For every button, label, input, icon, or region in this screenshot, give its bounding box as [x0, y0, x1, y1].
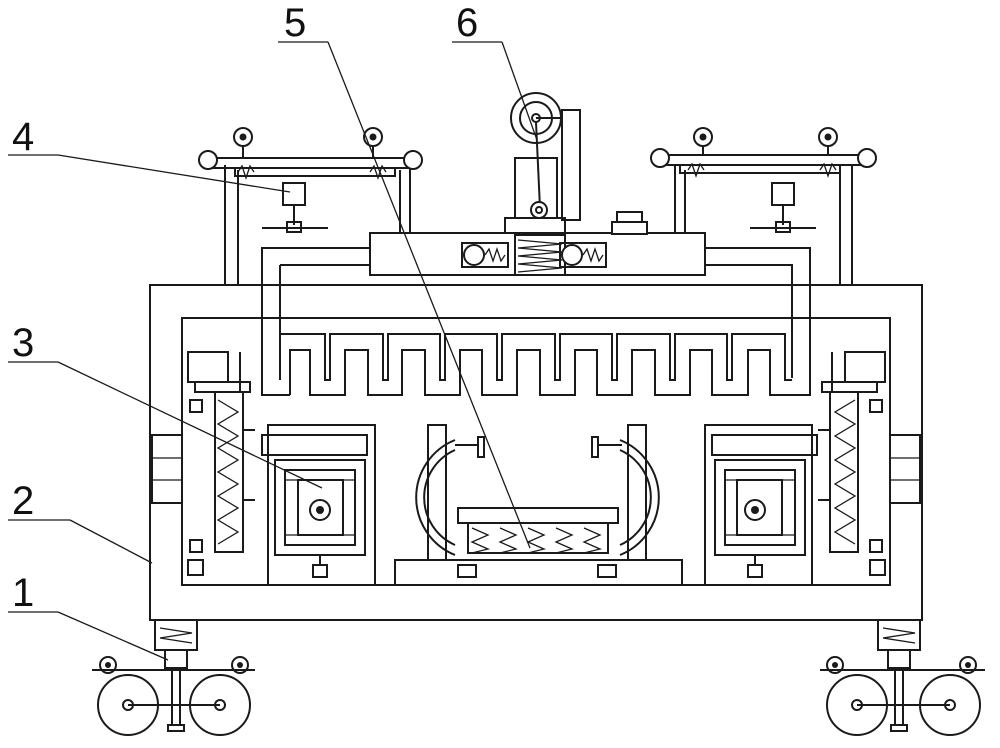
- label-5: 5: [284, 1, 306, 45]
- label-2: 2: [12, 479, 34, 523]
- label-4: 4: [12, 115, 34, 159]
- top-pulley-assembly: [504, 92, 581, 234]
- right-side-clamp: [818, 351, 886, 576]
- center-clamp-assembly: [394, 424, 683, 586]
- right-motor-box: [704, 424, 818, 586]
- left-motor-box: [261, 424, 376, 586]
- left-side-clamp: [187, 351, 255, 576]
- left-top-assembly: [198, 127, 423, 285]
- label-1: 1: [12, 571, 34, 615]
- label-3: 3: [12, 321, 34, 365]
- label-6: 6: [456, 1, 478, 45]
- right-wheel-assembly: [820, 619, 985, 736]
- left-wheel-assembly: [92, 619, 255, 736]
- right-top-assembly: [650, 127, 877, 285]
- leader-lines: [8, 41, 538, 661]
- main-frame: [149, 284, 923, 621]
- top-center-assembly: [261, 211, 811, 396]
